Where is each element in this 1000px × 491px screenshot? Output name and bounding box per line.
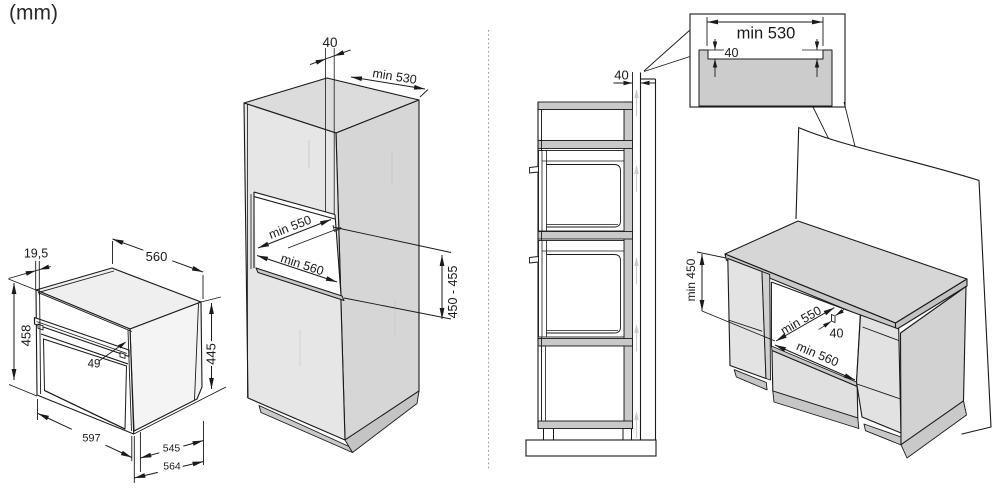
svg-text:49: 49 [88,359,101,371]
svg-text:19,5: 19,5 [24,247,48,261]
svg-text:564: 564 [163,461,181,473]
svg-text:40: 40 [725,46,739,60]
svg-text:597: 597 [82,433,100,445]
svg-text:min 530: min 530 [737,25,796,43]
svg-text:40: 40 [830,327,844,341]
svg-text:545: 545 [163,443,181,455]
svg-text:458: 458 [19,325,34,347]
svg-text:min 450: min 450 [684,258,698,301]
svg-text:40: 40 [614,68,628,83]
svg-text:(mm): (mm) [9,2,58,25]
svg-text:450 - 455: 450 - 455 [446,266,460,319]
svg-text:40: 40 [322,35,337,50]
svg-text:445: 445 [204,343,219,365]
svg-text:min 530: min 530 [372,66,418,87]
svg-text:560: 560 [146,249,168,264]
